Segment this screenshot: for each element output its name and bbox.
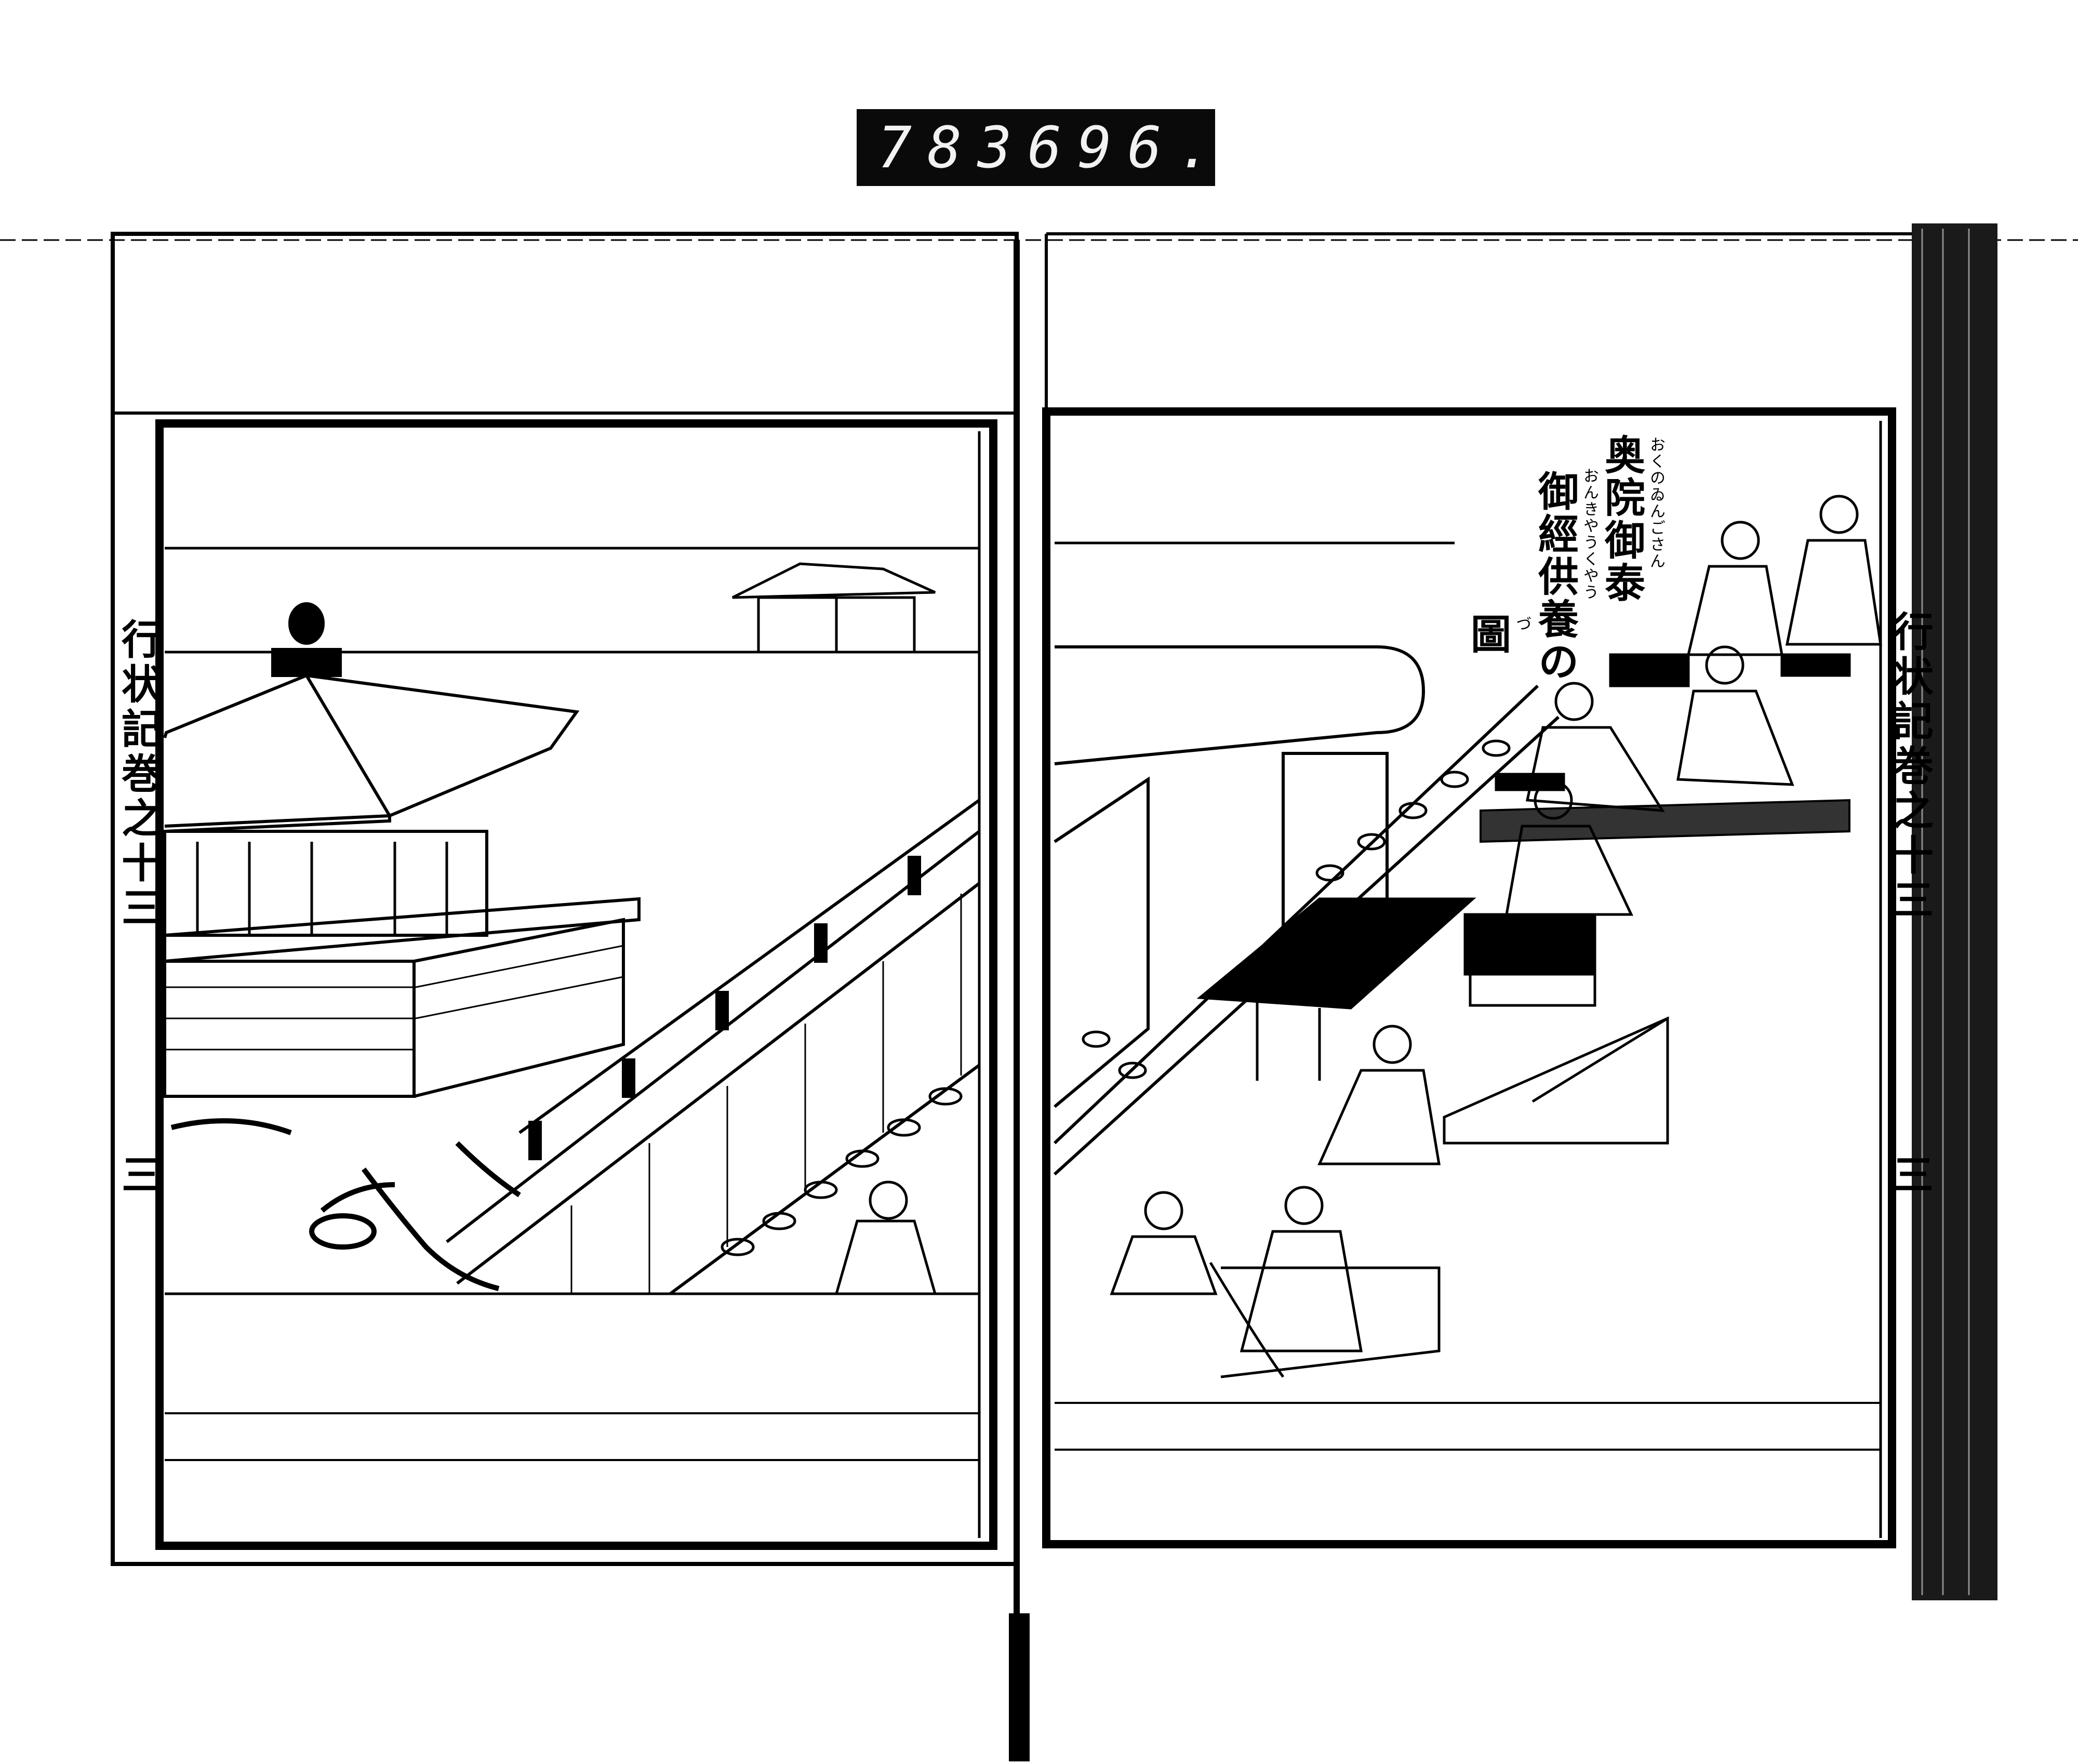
pine-tree-drawing <box>170 1118 521 1291</box>
monk-figure-left-page <box>834 1181 937 1295</box>
stepping-stones <box>721 1087 963 1256</box>
left-margin-title: 行状記巻之十三 <box>115 618 162 931</box>
caption-furigana-2: おんきやうくやう <box>1580 468 1599 601</box>
pagoda-drawing <box>163 602 641 1098</box>
right-page-frame <box>1042 407 1896 1548</box>
seated-monk-figures <box>1110 495 1882 1352</box>
caption-line-3: 圖 <box>1464 613 1511 656</box>
caption-line-1: 奥院御泰 <box>1598 434 1645 604</box>
left-margin-folio: 三 <box>115 1153 162 1198</box>
catalog-number-label: 783 696. <box>857 109 1215 186</box>
caption-furigana-3: づ <box>1513 616 1531 632</box>
right-margin-title: 行状記巻之十三 <box>1886 611 1934 923</box>
caption-line-2: 御經供養の <box>1531 470 1579 683</box>
distant-gate-drawing <box>731 562 936 654</box>
caption-furigana-1: おくのゐんごさん <box>1647 436 1665 569</box>
catalog-number-right: 696. <box>1027 114 1228 181</box>
fence-wall-drawing <box>446 799 980 1295</box>
sitting-platforms <box>1220 799 1850 1378</box>
left-page-frame <box>155 419 997 1550</box>
right-margin-folio: 三 <box>1886 1153 1934 1198</box>
catalog-number-left: 783 <box>877 114 1028 181</box>
page-stack-edge <box>1912 223 1997 1600</box>
